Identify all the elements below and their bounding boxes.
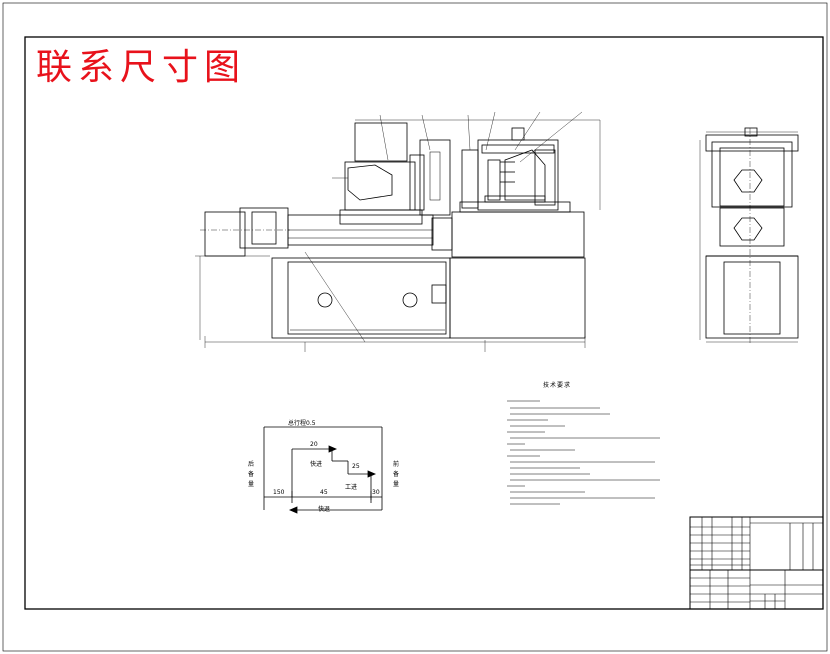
dim-20: 20 [310, 441, 318, 448]
inner-frame [24, 36, 824, 610]
title-block [689, 516, 824, 610]
tech-notes-lines [507, 400, 660, 505]
dim-45: 45 [320, 489, 328, 496]
front-margin-label: 前备量 [393, 461, 400, 488]
drawing-title: 联系尺寸图 [36, 47, 247, 88]
work-in-label: 工进 [345, 484, 358, 491]
fast-back-label: 快退 [318, 506, 331, 513]
fast-in-label: 快进 [310, 461, 323, 468]
rear-margin-label: 后备量 [248, 461, 255, 488]
dim-30: 30 [372, 489, 380, 496]
side-view [699, 127, 799, 345]
dim-150: 150 [273, 489, 285, 496]
stroke-diagram [263, 426, 383, 514]
tech-requirements-heading: 技术要求 [543, 382, 572, 389]
front-view [195, 111, 601, 352]
dim-25: 25 [352, 463, 360, 470]
total-stroke-label: 总行程0.5 [288, 420, 316, 427]
